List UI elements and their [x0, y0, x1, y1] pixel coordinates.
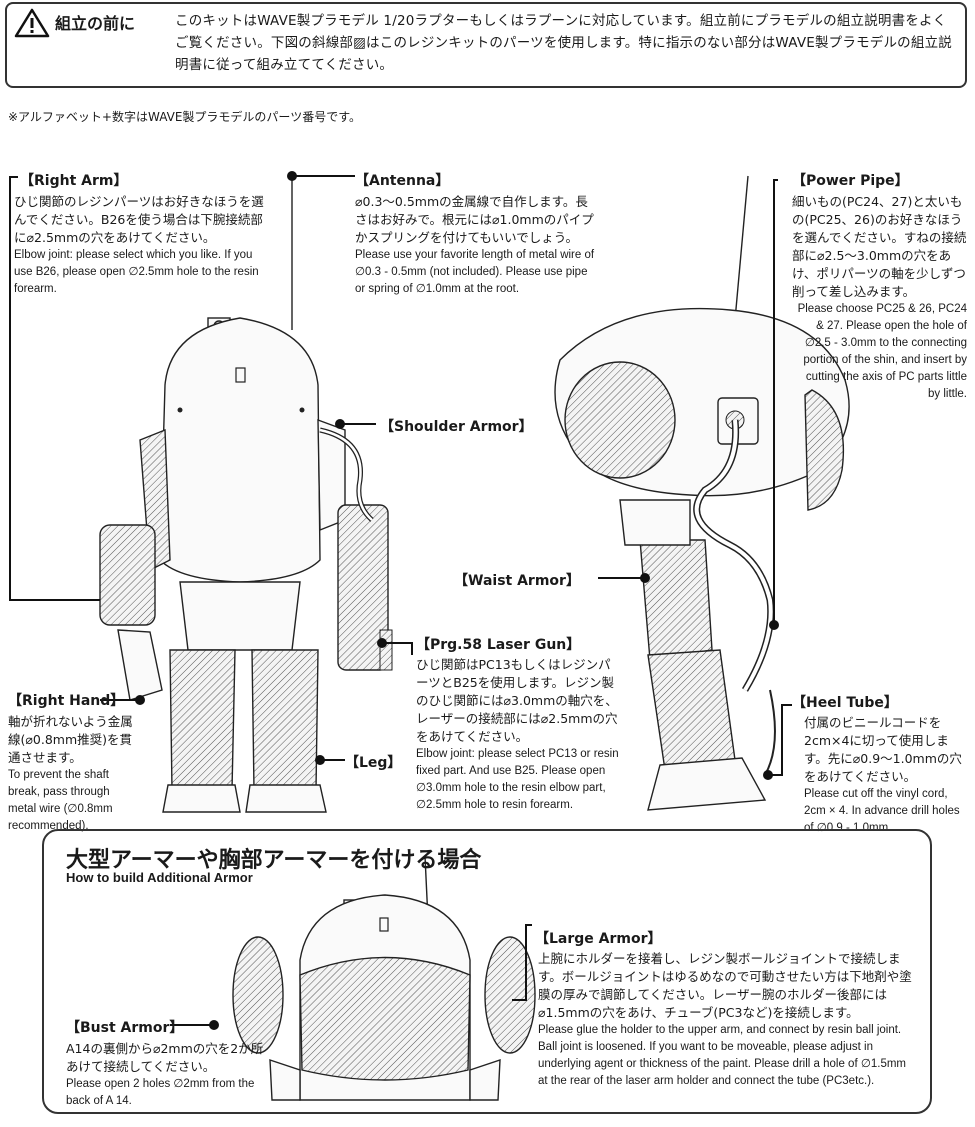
antenna-notes: ⌀0.3～0.5mmの金属線で自作します。長さはお好みで。根元には⌀1.0mmの…	[355, 193, 595, 298]
laser-gun-title: 【Prg.58 Laser Gun】	[416, 637, 581, 653]
heel-tube-notes: 付属のビニールコードを2cm×4に切って使用します。先に⌀0.9～1.0mmの穴…	[804, 714, 969, 837]
right-arm-jp: ひじ関節のレジンパーツはお好きなほうを選んでください。B26を使う場合は下腕接続…	[14, 194, 264, 245]
large-armor-en: Please glue the holder to the upper arm,…	[538, 1024, 906, 1087]
right-arm-title: 【Right Arm】	[20, 173, 128, 189]
power-pipe-jp: 細いもの(PC24、27)と太いもの(PC25、26)のお好きなほうを選んでくだ…	[792, 194, 967, 299]
right-arm-notes: ひじ関節のレジンパーツはお好きなほうを選んでください。B26を使う場合は下腕接続…	[14, 193, 274, 298]
heel-tube-jp: 付属のビニールコードを2cm×4に切って使用します。先に⌀0.9～1.0mmの穴…	[804, 715, 962, 784]
bust-armor-en: Please open 2 holes ∅2mm from the back o…	[66, 1078, 255, 1107]
additional-armor-subtitle: How to build Additional Armor	[66, 870, 253, 885]
front-view-robot	[99, 176, 393, 813]
large-armor-title: 【Large Armor】	[535, 931, 662, 947]
right-hand-notes: 軸が折れないよう金属線(⌀0.8mm推奨)を貫通させます。 To prevent…	[8, 713, 138, 835]
notice-body: このキットはWAVE製プラモデル 1/20ラプターもしくはラプーンに対応していま…	[175, 13, 952, 73]
antenna-jp: ⌀0.3～0.5mmの金属線で自作します。長さはお好みで。根元には⌀1.0mmの…	[355, 194, 594, 245]
heel-tube-en: Please cut off the vinyl cord, 2cm × 4. …	[804, 788, 960, 834]
laser-gun-notes: ひじ関節はPC13もしくはレジンパーツとB25を使用します。レジン製のひじ関節に…	[416, 656, 622, 814]
antenna-en: Please use your favorite length of metal…	[355, 249, 595, 295]
bust-armor-jp: A14の裏側から⌀2mmの穴を2か所あけて接続してください。	[66, 1041, 264, 1074]
additional-armor-box	[42, 829, 932, 1114]
footnote: ※アルファベット+数字はWAVE製プラモデルのパーツ番号です。	[8, 110, 361, 124]
right-hand-title: 【Right Hand】	[8, 693, 125, 709]
waist-armor-title: 【Waist Armor】	[454, 573, 580, 589]
heel-tube-title: 【Heel Tube】	[792, 695, 898, 711]
bust-armor-notes: A14の裏側から⌀2mmの穴を2か所あけて接続してください。 Please op…	[66, 1040, 266, 1110]
power-pipe-en: Please choose PC25 & 26, PC24 & 27. Plea…	[797, 303, 967, 400]
additional-armor-robot	[232, 855, 536, 1101]
notice-title: 組立の前に	[55, 14, 136, 33]
leg-title: 【Leg】	[345, 755, 402, 771]
notice-box	[5, 2, 967, 88]
bust-armor-title: 【Bust Armor】	[66, 1020, 184, 1036]
additional-armor-title: 大型アーマーや胸部アーマーを付ける場合	[66, 848, 482, 873]
power-pipe-notes: 細いもの(PC24、27)と太いもの(PC25、26)のお好きなほうを選んでくだ…	[792, 193, 967, 403]
laser-gun-en: Elbow joint: please select PC13 or resin…	[416, 748, 619, 811]
right-hand-en: To prevent the shaft break, pass through…	[8, 769, 113, 832]
leader-lines	[9, 171, 792, 1030]
right-arm-en: Elbow joint: please select which you lik…	[14, 249, 259, 295]
large-armor-jp: 上腕にホルダーを接着し、レジン製ボールジョイントで接続します。ボールジョイントは…	[538, 951, 912, 1020]
shoulder-armor-title: 【Shoulder Armor】	[380, 419, 533, 435]
antenna-title: 【Antenna】	[355, 173, 450, 189]
right-hand-jp: 軸が折れないよう金属線(⌀0.8mm推奨)を貫通させます。	[8, 714, 133, 765]
laser-gun-jp: ひじ関節はPC13もしくはレジンパーツとB25を使用します。レジン製のひじ関節に…	[416, 657, 618, 744]
large-armor-notes: 上腕にホルダーを接着し、レジン製ボールジョイントで接続します。ボールジョイントは…	[538, 950, 916, 1090]
side-view-robot	[554, 175, 850, 811]
power-pipe-title: 【Power Pipe】	[792, 173, 909, 189]
warning-icon	[14, 8, 50, 38]
